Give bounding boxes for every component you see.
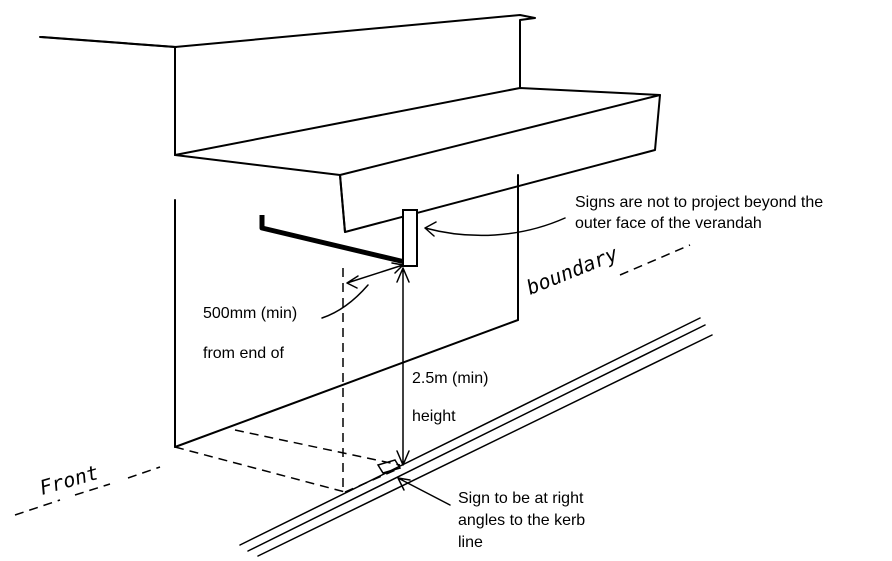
wall-top-edge (41, 36, 177, 48)
distance-leader (321, 284, 369, 319)
ground-dashed-1 (174, 446, 346, 493)
verandah-end-edge (339, 174, 346, 233)
sign-panel (402, 209, 418, 267)
ground-dashed-3 (234, 429, 401, 466)
projection-note-line-2: outer face of the verandah (575, 215, 762, 232)
right-angle-note-line-3: line (458, 534, 483, 551)
right-angle-note-line-2: angles to the kerb (458, 512, 585, 529)
lower-wall-bottom (174, 319, 519, 448)
min-height-label: 2.5m (min) (412, 370, 488, 387)
height-arrow (396, 267, 410, 466)
distance-arrow (346, 262, 404, 289)
projection-note-line-1: Signs are not to project beyond the (575, 194, 823, 211)
min-distance-sublabel: from end of (203, 345, 284, 362)
ground-sign-marker (376, 459, 402, 474)
sign-bracket (259, 211, 410, 265)
projection-arrow (424, 217, 566, 237)
right-angle-note-line-1: Sign to be at right (458, 490, 584, 507)
kerb-line-2 (247, 324, 706, 552)
min-distance-label: 500mm (min) (203, 305, 297, 322)
verandah-top (174, 87, 661, 156)
right-angle-arrow (397, 477, 451, 506)
kerb-line-1 (239, 317, 701, 546)
boundary-label: boundary (523, 241, 621, 299)
min-height-sublabel: height (412, 408, 456, 425)
kerb-line-3 (257, 334, 713, 557)
front-label: Front (37, 460, 102, 500)
front-dashed (14, 466, 161, 516)
boundary-dashed (619, 244, 691, 276)
